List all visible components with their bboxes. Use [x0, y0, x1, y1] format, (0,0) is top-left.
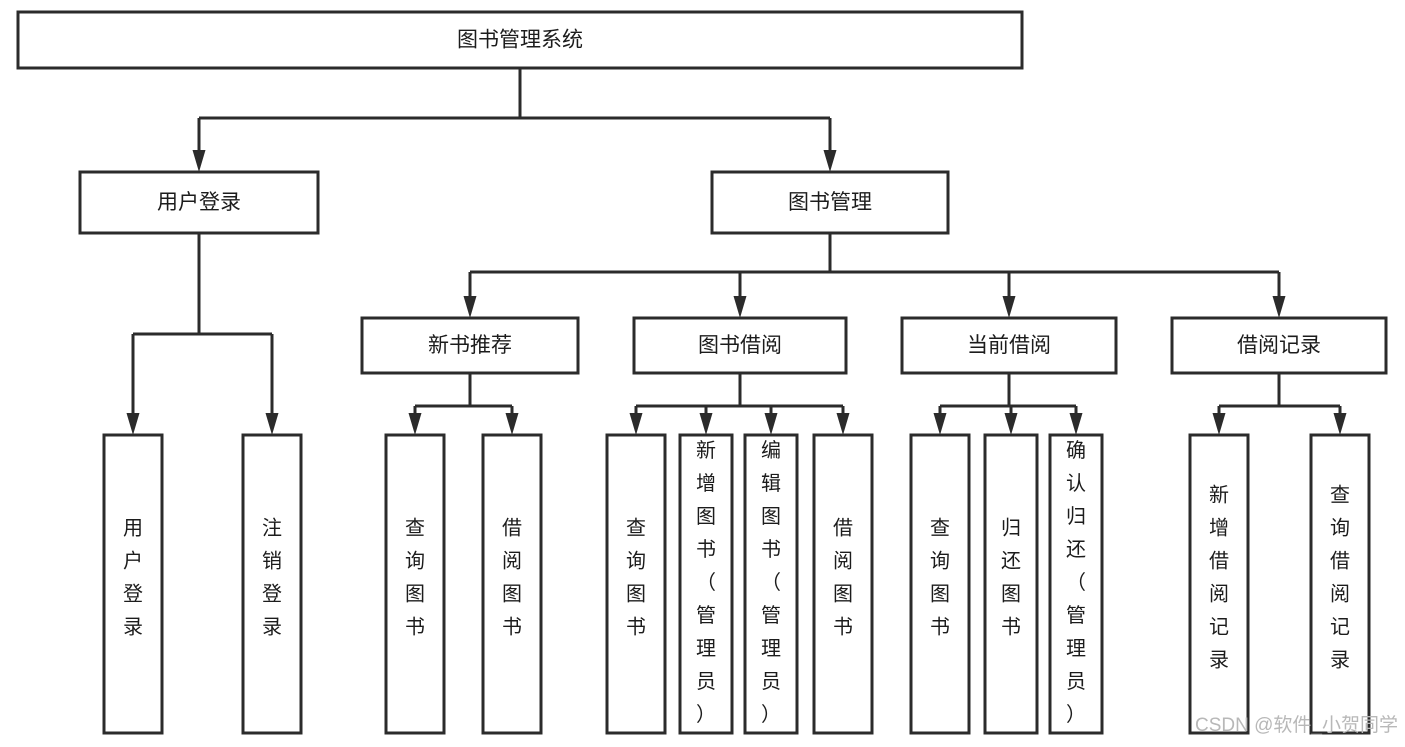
node-label: 图书管理系统	[457, 29, 583, 52]
arrow-head-icon	[1212, 413, 1226, 435]
node-new-book-recommend[interactable]: 新书推荐	[360, 316, 580, 375]
arrow-head-icon	[836, 413, 850, 435]
connector-root	[192, 68, 837, 172]
node-leaf-add-book[interactable]: 新增图书（管理员）	[678, 433, 734, 735]
node-current-borrow[interactable]: 当前借阅	[900, 316, 1118, 375]
node-leaf-borrow-books-1[interactable]: 借阅图书	[481, 433, 543, 735]
arrow-head-icon	[699, 413, 713, 435]
node-box	[16, 10, 1024, 70]
node-label: 查询借阅记录	[1330, 484, 1350, 672]
connector-book-borrow	[629, 373, 850, 435]
arrow-head-icon	[933, 413, 947, 435]
node-book-borrow[interactable]: 图书借阅	[632, 316, 848, 375]
node-box	[102, 433, 164, 735]
node-box	[983, 433, 1039, 735]
node-box	[743, 433, 799, 735]
arrow-head-icon	[629, 413, 643, 435]
node-box	[360, 316, 580, 375]
node-label: 查询图书	[626, 517, 646, 639]
node-label: 借阅图书	[833, 517, 853, 639]
arrow-head-icon	[1002, 296, 1016, 318]
node-leaf-user-login[interactable]: 用户登录	[102, 433, 164, 735]
node-label: 借阅图书	[502, 517, 522, 639]
node-box	[632, 316, 848, 375]
arrow-head-icon	[192, 150, 206, 172]
node-label: 新书推荐	[428, 334, 512, 357]
node-box	[481, 433, 543, 735]
node-leaf-borrow-books-2[interactable]: 借阅图书	[812, 433, 874, 735]
node-label: 新增图书（管理员）	[696, 439, 716, 726]
node-box	[605, 433, 667, 735]
arrow-head-icon	[408, 413, 422, 435]
node-label: 图书借阅	[698, 334, 782, 357]
node-leaf-query-record[interactable]: 查询借阅记录	[1309, 433, 1371, 735]
node-leaf-logout[interactable]: 注销登录	[241, 433, 303, 735]
node-label: 注销登录	[262, 517, 282, 639]
node-label: 图书管理	[788, 191, 872, 214]
node-label: 归还图书	[1001, 517, 1021, 639]
node-root[interactable]: 图书管理系统	[16, 10, 1024, 70]
node-borrow-record[interactable]: 借阅记录	[1170, 316, 1388, 375]
node-label: 编辑图书（管理员）	[761, 439, 781, 726]
arrow-head-icon	[1004, 413, 1018, 435]
arrow-head-icon	[823, 150, 837, 172]
node-box	[900, 316, 1118, 375]
arrow-head-icon	[1069, 413, 1083, 435]
node-leaf-query-books-2[interactable]: 查询图书	[605, 433, 667, 735]
arrow-head-icon	[463, 296, 477, 318]
node-box	[384, 433, 446, 735]
arrow-head-icon	[764, 413, 778, 435]
node-leaf-edit-book[interactable]: 编辑图书（管理员）	[743, 433, 799, 735]
connector-user-login	[126, 233, 279, 435]
node-label: 确认归还（管理员）	[1066, 439, 1086, 726]
node-label: 用户登录	[123, 518, 143, 639]
connector-book-management	[463, 233, 1286, 318]
node-box	[78, 170, 320, 235]
node-book-management[interactable]: 图书管理	[710, 170, 950, 235]
node-box	[1170, 316, 1388, 375]
node-box	[1188, 433, 1250, 735]
connector-layer	[126, 68, 1347, 435]
node-box	[678, 433, 734, 735]
node-box	[812, 433, 874, 735]
arrow-head-icon	[126, 413, 140, 435]
watermark-label: CSDN @软件_小贺同学	[1195, 714, 1398, 736]
node-box	[241, 433, 303, 735]
connector-current-borrow	[933, 373, 1083, 435]
connector-new-book-recommend	[408, 373, 519, 435]
node-leaf-query-books-3[interactable]: 查询图书	[909, 433, 971, 735]
node-box	[710, 170, 950, 235]
node-label: 查询图书	[930, 517, 950, 639]
node-label: 当前借阅	[967, 334, 1051, 357]
node-layer: 图书管理系统用户登录图书管理新书推荐图书借阅当前借阅借阅记录用户登录注销登录查询…	[16, 10, 1388, 735]
arrow-head-icon	[505, 413, 519, 435]
node-leaf-add-record[interactable]: 新增借阅记录	[1188, 433, 1250, 735]
arrow-head-icon	[733, 296, 747, 318]
node-label: 用户登录	[157, 191, 241, 214]
arrow-head-icon	[1272, 296, 1286, 318]
node-box	[1309, 433, 1371, 735]
node-leaf-return-books[interactable]: 归还图书	[983, 433, 1039, 735]
node-box	[1048, 433, 1104, 735]
arrow-head-icon	[1333, 413, 1347, 435]
connector-borrow-record	[1212, 373, 1347, 435]
node-user-login[interactable]: 用户登录	[78, 170, 320, 235]
arrow-head-icon	[265, 413, 279, 435]
node-leaf-confirm-return[interactable]: 确认归还（管理员）	[1048, 433, 1104, 735]
node-label: 借阅记录	[1237, 334, 1321, 357]
node-label: 查询图书	[405, 517, 425, 639]
node-label: 新增借阅记录	[1209, 484, 1229, 672]
node-leaf-query-books-1[interactable]: 查询图书	[384, 433, 446, 735]
node-box	[909, 433, 971, 735]
